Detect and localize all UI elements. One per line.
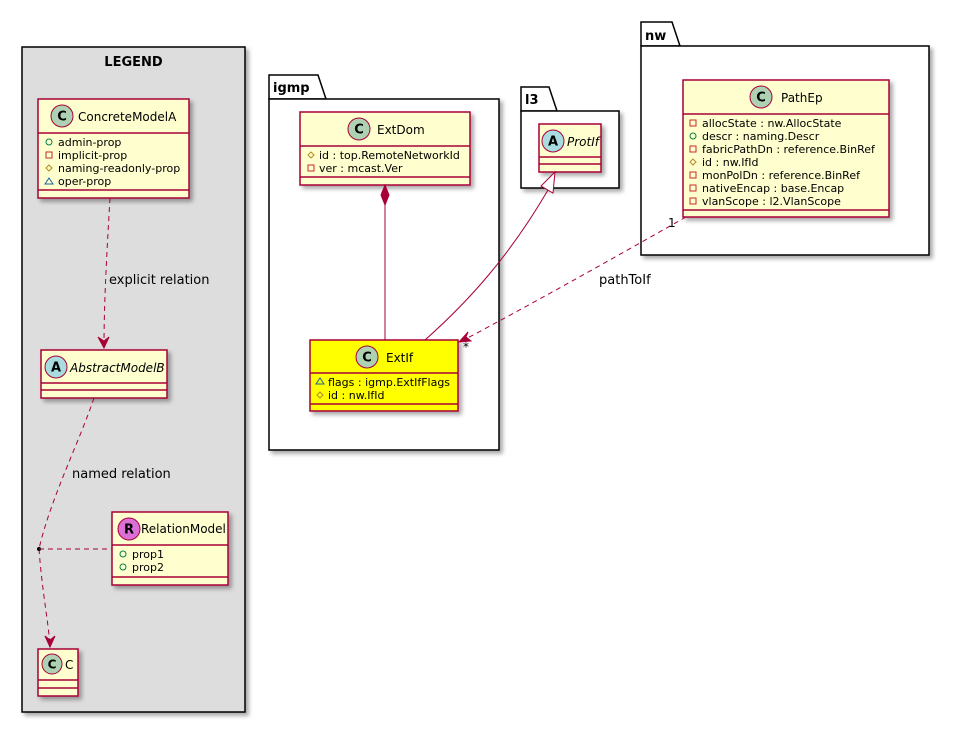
member: id : top.RemoteNetworkId — [319, 149, 460, 162]
edge-generalization — [424, 170, 556, 341]
edge-label: pathToIf — [599, 273, 651, 288]
edge-label: named relation — [72, 467, 171, 482]
class-relation-model[interactable]: R RelationModel prop1 prop2 — [111, 511, 229, 586]
member: descr : naming.Descr — [702, 130, 820, 143]
class-name: RelationModel — [141, 522, 226, 536]
member: nativeEncap : base.Encap — [702, 182, 844, 195]
edge-named-relation: named relation — [37, 397, 171, 649]
class-box — [299, 111, 471, 186]
class-badge-letter: C — [354, 123, 364, 138]
members-list: admin-prop implicit-prop naming-readonly… — [44, 136, 180, 188]
member: monPolDn : reference.BinRef — [702, 169, 861, 182]
class-badge-icon — [355, 345, 379, 369]
package-label: l3 — [525, 93, 539, 108]
private-icon — [689, 171, 697, 179]
class-name: ExtDom — [377, 123, 425, 137]
protected-icon — [316, 391, 324, 399]
member: ver : mcast.Ver — [319, 162, 403, 175]
class-pathep[interactable]: C PathEp allocState : nw.AllocState desc… — [682, 79, 890, 218]
class-box — [682, 79, 890, 218]
arrow-head-icon — [44, 635, 56, 649]
edge-composition — [380, 183, 390, 340]
legend-title: LEGEND — [104, 55, 163, 70]
public-icon — [119, 550, 127, 558]
class-badge-letter: C — [57, 110, 67, 125]
class-badge-letter: A — [548, 135, 558, 150]
abstract-badge-icon — [541, 129, 565, 153]
private-icon — [307, 164, 315, 172]
class-protif[interactable]: A ProtIf — [538, 123, 602, 173]
abstract-badge-icon — [44, 355, 68, 379]
class-badge-icon — [50, 104, 74, 128]
source-multiplicity: 1 — [668, 216, 676, 230]
private-icon — [689, 197, 697, 205]
public-icon — [689, 132, 697, 140]
member: prop1 — [132, 548, 164, 561]
member: vlanScope : l2.VlanScope — [702, 195, 841, 208]
class-badge-icon — [41, 653, 63, 675]
class-badge-letter: C — [362, 351, 372, 366]
class-badge-letter: C — [756, 91, 766, 106]
member: implicit-prop — [58, 149, 127, 162]
class-badge-letter: A — [51, 361, 61, 376]
arrow-head-icon — [97, 336, 110, 350]
class-name: AbstractModelB — [69, 361, 165, 375]
private-icon — [689, 145, 697, 153]
private-icon — [689, 119, 697, 127]
protected-icon — [689, 158, 697, 166]
package-label: nw — [645, 29, 666, 44]
member: allocState : nw.AllocState — [702, 117, 842, 130]
member: id : nw.IfId — [328, 389, 385, 402]
class-badge-icon — [749, 85, 773, 109]
inheritance-arrow-icon — [540, 170, 556, 194]
composition-diamond-icon — [380, 183, 390, 207]
class-name: ProtIf — [567, 135, 601, 149]
private-icon — [45, 151, 53, 159]
public-icon — [119, 563, 127, 571]
class-concrete-model-a[interactable]: C ConcreteModelA admin-prop implicit-pro… — [37, 98, 190, 199]
class-abstract-model-b[interactable]: A AbstractModelB — [40, 349, 168, 399]
class-c[interactable]: C C — [37, 648, 79, 697]
class-name: ExtIf — [386, 351, 414, 365]
class-name: PathEp — [781, 91, 823, 105]
member: oper-prop — [58, 175, 111, 188]
protected-icon — [307, 151, 315, 159]
edge-path-to-if: pathToIf 1 * — [457, 216, 687, 354]
member: flags : igmp.ExtIfFlags — [328, 376, 450, 389]
private-icon — [689, 184, 697, 192]
member: fabricPathDn : reference.BinRef — [702, 143, 876, 156]
member: naming-readonly-prop — [58, 162, 180, 175]
class-extif[interactable]: C ExtIf flags : igmp.ExtIfFlags id : nw.… — [309, 339, 459, 412]
target-multiplicity: * — [463, 340, 469, 354]
class-box — [309, 339, 459, 412]
class-name: C — [65, 658, 73, 672]
class-badge-icon — [347, 117, 371, 141]
class-name: ConcreteModelA — [78, 110, 177, 124]
package-icon — [44, 177, 54, 185]
relation-badge-icon — [117, 517, 141, 541]
arrow-head-icon — [457, 331, 473, 343]
edge-explicit-relation: explicit relation — [97, 197, 209, 350]
package-icon — [315, 377, 325, 385]
member: admin-prop — [58, 136, 121, 149]
member: id : nw.IfId — [702, 156, 759, 169]
package-label: igmp — [273, 81, 310, 96]
class-extdom[interactable]: C ExtDom id : top.RemoteNetworkId ver : … — [299, 111, 471, 186]
class-badge-letter: C — [48, 658, 57, 672]
protected-icon — [45, 164, 53, 172]
class-badge-letter: R — [124, 523, 134, 538]
member: prop2 — [132, 561, 164, 574]
edge-label: explicit relation — [109, 273, 209, 288]
public-icon — [45, 138, 53, 146]
